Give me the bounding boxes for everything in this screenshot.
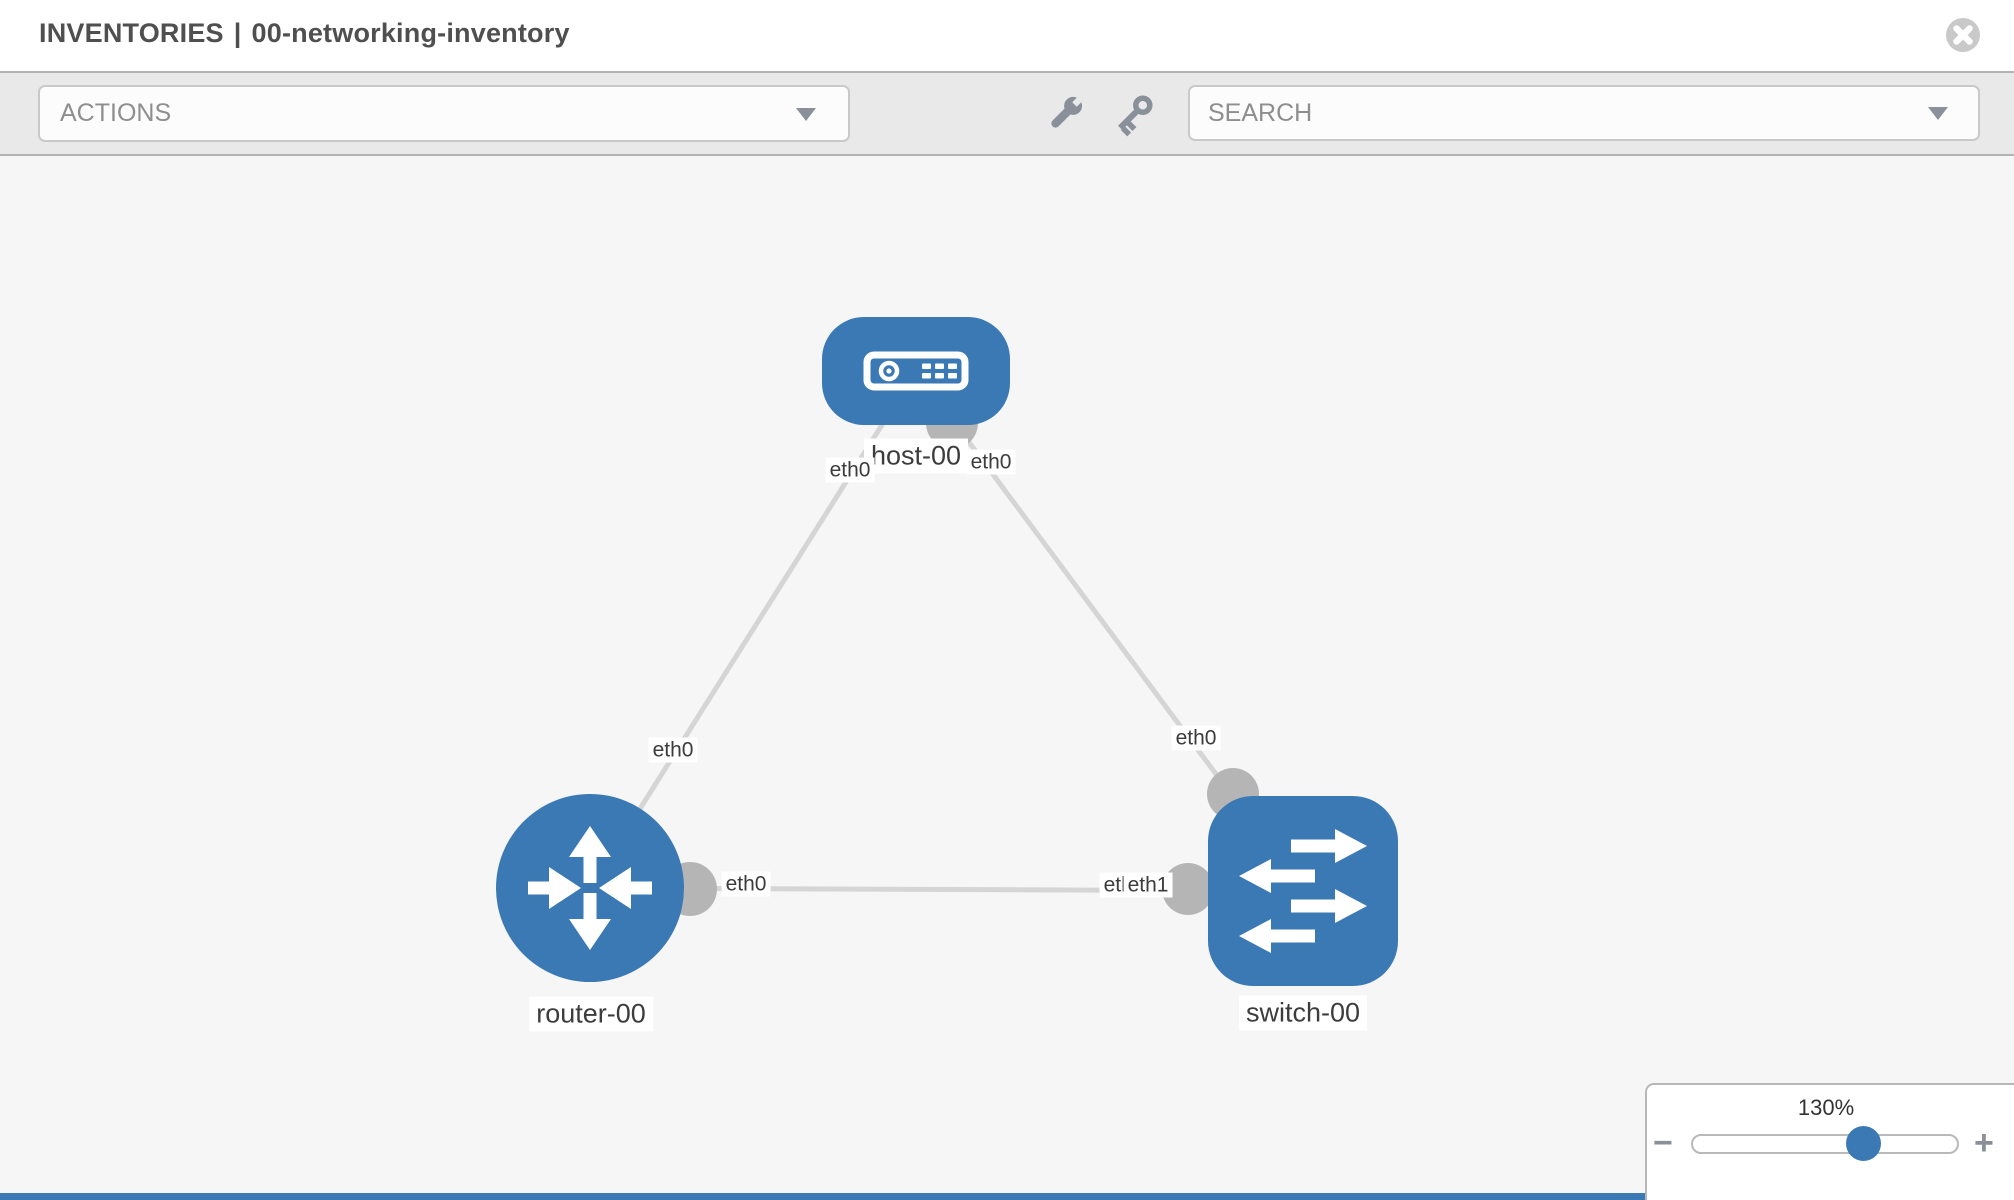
actions-dropdown[interactable]: ACTIONS <box>38 85 850 142</box>
switch-arrows-icon <box>1239 829 1367 953</box>
node-switch-00[interactable] <box>1208 796 1398 986</box>
chevron-down-icon <box>796 107 816 121</box>
search-dropdown[interactable]: SEARCH <box>1188 85 1980 141</box>
iface-label-switch-to-router: eth1 <box>1123 872 1173 898</box>
breadcrumb-section: INVENTORIES <box>39 18 224 48</box>
node-host-00[interactable] <box>822 317 1010 425</box>
tools-button[interactable] <box>1040 87 1092 139</box>
footer-accent-bar <box>0 1193 1645 1200</box>
node-label-host: host-00 <box>863 438 969 474</box>
zoom-slider-thumb[interactable] <box>1846 1126 1881 1161</box>
header: INVENTORIES | 00-networking-inventory <box>0 0 2014 71</box>
search-dropdown-label: SEARCH <box>1208 98 1313 127</box>
topology-canvas[interactable]: host-00 router-00 switch-00 eth0 eth0 et… <box>0 156 2014 1200</box>
close-icon <box>1946 18 1980 52</box>
page-title: INVENTORIES | 00-networking-inventory <box>39 18 570 49</box>
wrench-icon <box>1051 93 1086 128</box>
zoom-control-panel: 130% − + <box>1645 1083 2014 1200</box>
key-icon <box>1118 95 1153 137</box>
iface-label-host-to-router: eth0 <box>825 457 875 483</box>
iface-label-router-to-switch: eth0 <box>721 871 771 897</box>
actions-dropdown-label: ACTIONS <box>60 99 172 127</box>
zoom-slider-track[interactable] <box>1691 1134 1959 1154</box>
toolbar: ACTIONS SEARCH <box>0 71 2014 156</box>
server-icon <box>863 351 969 391</box>
node-label-switch: switch-00 <box>1238 995 1368 1031</box>
connector-dot[interactable] <box>1162 863 1214 915</box>
iface-label-router-to-host: eth0 <box>648 737 698 763</box>
zoom-out-button[interactable]: − <box>1653 1124 1673 1162</box>
interface-connectors <box>663 397 1259 916</box>
node-router-00[interactable] <box>496 794 684 982</box>
inventory-name: 00-networking-inventory <box>251 18 570 48</box>
close-button[interactable] <box>1945 17 1981 53</box>
iface-label-switch-to-host: eth0 <box>1171 725 1221 751</box>
iface-label-host-to-switch: eth0 <box>966 449 1016 475</box>
credentials-button[interactable] <box>1109 87 1161 139</box>
node-label-router: router-00 <box>529 996 653 1032</box>
zoom-level-label: 130% <box>1797 1095 1855 1120</box>
zoom-in-button[interactable]: + <box>1974 1124 1994 1162</box>
breadcrumb-separator: | <box>233 18 242 48</box>
chevron-down-icon <box>1928 107 1948 120</box>
router-arrows-icon <box>528 826 652 950</box>
link-host-router <box>587 369 919 890</box>
